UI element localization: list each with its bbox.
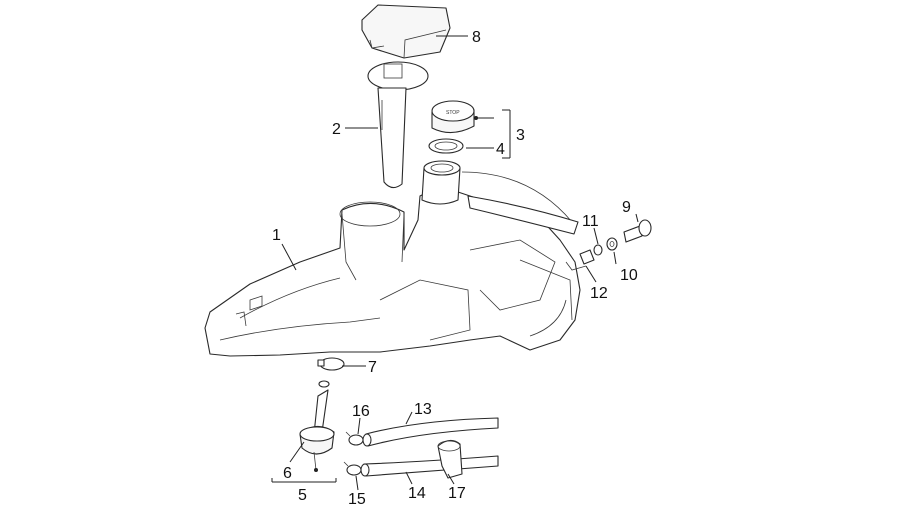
part-15-hose-clip bbox=[343, 461, 362, 476]
callout-9: 9 bbox=[622, 199, 631, 216]
callout-11: 11 bbox=[582, 213, 599, 230]
part-7-clamp bbox=[317, 357, 345, 371]
leader-lines bbox=[271, 35, 639, 491]
part-13-hose bbox=[362, 417, 499, 447]
part-14-hose bbox=[360, 455, 499, 477]
part-9-screw bbox=[623, 219, 652, 243]
part-12-bushing bbox=[565, 249, 595, 271]
callout-16: 16 bbox=[352, 403, 370, 420]
callout-7: 7 bbox=[368, 359, 377, 376]
callout-1: 1 bbox=[272, 227, 281, 244]
part-6-fuel-tap bbox=[299, 380, 335, 472]
svg-text:STOP: STOP bbox=[446, 110, 460, 116]
callout-2: 2 bbox=[332, 121, 341, 138]
callout-8: 8 bbox=[472, 29, 481, 46]
part-1-fuel-tank bbox=[204, 185, 581, 357]
part-4-seal-ring bbox=[428, 138, 464, 154]
callout-13: 13 bbox=[414, 401, 432, 418]
filler-neck bbox=[421, 160, 461, 205]
part-11-washer bbox=[593, 244, 603, 256]
callout-3: 3 bbox=[516, 127, 525, 144]
callout-17: 17 bbox=[448, 485, 466, 502]
callout-6: 6 bbox=[283, 465, 292, 482]
part-17-sleeve bbox=[437, 439, 463, 479]
part-16-hose-clip bbox=[345, 431, 364, 446]
part-3-fuel-cap: STOP bbox=[431, 100, 475, 134]
callout-4: 4 bbox=[496, 141, 505, 158]
callout-10: 10 bbox=[620, 267, 638, 284]
vent-hose bbox=[461, 171, 579, 235]
callout-labels: 8 2 3 4 1 9 11 10 12 7 16 13 6 5 15 14 1… bbox=[272, 29, 638, 505]
part-2-fuel-sender bbox=[367, 61, 429, 189]
part-10-washer bbox=[606, 237, 618, 251]
callout-15: 15 bbox=[348, 491, 366, 505]
callout-14: 14 bbox=[408, 485, 426, 502]
callout-5: 5 bbox=[298, 487, 307, 504]
part-8-cover bbox=[361, 4, 451, 59]
callout-12: 12 bbox=[590, 285, 608, 302]
